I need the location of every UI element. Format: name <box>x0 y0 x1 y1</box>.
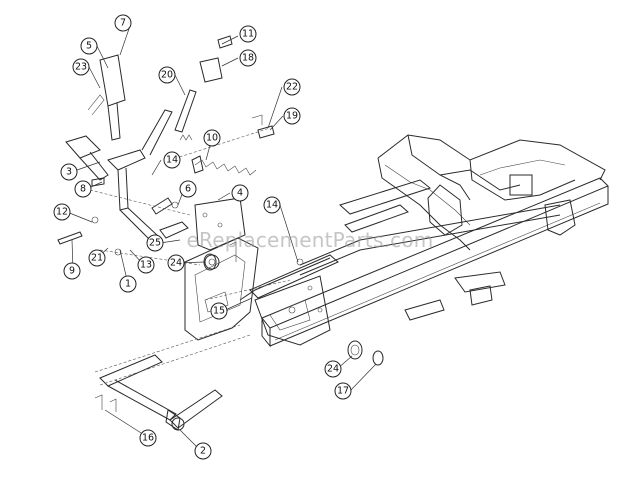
callout-label: 13 <box>140 260 152 271</box>
callout-4: 11 <box>239 25 257 43</box>
lift-arm <box>107 109 189 241</box>
callout-9: 10 <box>203 129 221 147</box>
callout-22: 1 <box>119 275 137 293</box>
callout-label: 9 <box>69 266 75 277</box>
callout-label: 24 <box>327 364 339 375</box>
callout-19: 21 <box>88 249 106 267</box>
watermark-text: eReplacementParts.com <box>186 228 434 252</box>
callout-6: 20 <box>158 66 176 84</box>
callout-label: 8 <box>80 184 86 195</box>
callout-label: 17 <box>337 386 349 397</box>
springs <box>174 35 275 176</box>
callout-label: 12 <box>56 207 68 218</box>
side-plate <box>184 197 259 341</box>
callout-label: 1 <box>125 279 131 290</box>
callout-label: 14 <box>166 155 178 166</box>
callout-10: 14 <box>163 151 181 169</box>
main-frame <box>239 134 609 348</box>
callout-17: 25 <box>146 234 164 252</box>
callout-1: 7 <box>114 14 132 32</box>
callout-label: 4 <box>237 188 243 199</box>
callout-label: 16 <box>142 433 154 444</box>
callout-label: 19 <box>286 111 298 122</box>
callout-label: 23 <box>75 62 87 73</box>
callout-label: 3 <box>66 167 72 178</box>
callout-label: 20 <box>161 70 173 81</box>
callout-14: 4 <box>231 184 249 202</box>
callout-16: 14 <box>263 196 281 214</box>
callout-25: 17 <box>334 382 352 400</box>
callout-label: 24 <box>170 258 182 269</box>
callout-5: 18 <box>239 49 257 67</box>
callout-21: 24 <box>167 254 185 272</box>
callout-27: 2 <box>194 442 212 460</box>
callout-label: 22 <box>286 82 298 93</box>
callout-3: 23 <box>72 58 90 76</box>
callout-26: 16 <box>139 429 157 447</box>
callout-label: 7 <box>120 18 126 29</box>
callout-label: 14 <box>266 200 278 211</box>
callout-12: 8 <box>74 180 92 198</box>
callout-23: 15 <box>210 302 228 320</box>
callout-label: 6 <box>185 184 191 195</box>
callout-20: 13 <box>137 256 155 274</box>
callout-8: 19 <box>283 107 301 125</box>
callout-7: 22 <box>283 78 301 96</box>
front-axle <box>94 324 251 431</box>
callout-label: 10 <box>206 133 218 144</box>
lever-handle <box>65 54 126 181</box>
callout-18: 9 <box>63 262 81 280</box>
callout-label: 2 <box>200 446 206 457</box>
callout-11: 3 <box>60 163 78 181</box>
callout-label: 11 <box>242 29 254 40</box>
callout-label: 21 <box>91 253 103 264</box>
callout-2: 5 <box>80 37 98 55</box>
callout-label: 15 <box>213 306 225 317</box>
callout-label: 5 <box>86 41 92 52</box>
callout-label: 25 <box>149 238 161 249</box>
callout-label: 18 <box>242 53 254 64</box>
assembly-guides <box>89 127 291 301</box>
callout-15: 12 <box>53 203 71 221</box>
callout-24: 24 <box>324 360 342 378</box>
callout-13: 6 <box>179 180 197 198</box>
